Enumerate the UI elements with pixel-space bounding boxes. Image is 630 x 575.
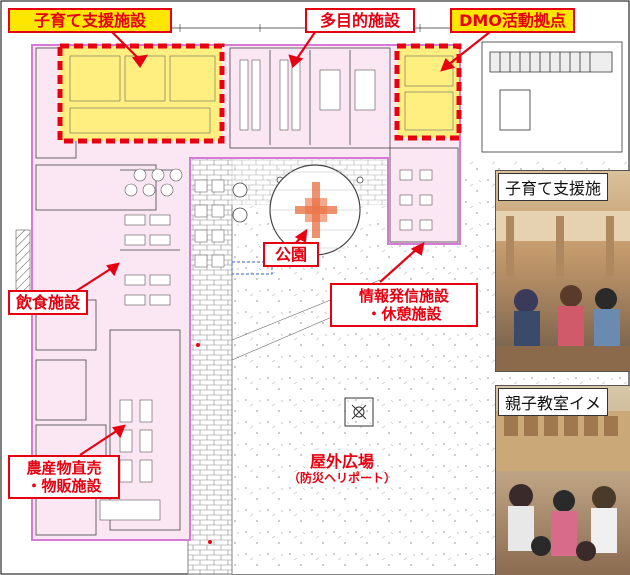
dmo-base-label: DMO活動拠点 (450, 8, 575, 34)
helipad-symbol (344, 397, 374, 427)
parent-child-class-photo: 親子教室イメ (495, 385, 630, 575)
farm-direct-sales-label: 農産物直売 ・物販施設 (8, 455, 120, 499)
info-rest-facility-label: 情報発信施設 ・休憩施設 (330, 283, 478, 327)
parent-child-photo-caption: 親子教室イメ (498, 388, 609, 416)
walkway-strip (187, 157, 233, 575)
multipurpose-facility-label: 多目的施設 (305, 8, 415, 34)
info-rest-line1: 情報発信施設 (358, 287, 449, 305)
childcare-photo-art (496, 211, 630, 371)
childcare-facility-label: 子育て支援施設 (8, 8, 172, 34)
outdoor-plaza-label: 屋外広場 （防災ヘリポート） (262, 452, 422, 486)
farm-line2: ・物販施設 (26, 477, 102, 495)
dining-facility-label: 飲食施設 (8, 290, 88, 316)
plaza-line1: 屋外広場 (309, 452, 374, 471)
childcare-photo: 子育て支援施 (495, 170, 630, 372)
plaza-line2: （防災ヘリポート） (287, 471, 396, 486)
info-rest-line2: ・休憩施設 (366, 305, 442, 323)
park-label: 公園 (263, 242, 319, 268)
farm-line1: 農産物直売 (26, 459, 102, 477)
childcare-photo-caption: 子育て支援施 (498, 173, 609, 201)
parent-child-photo-art (496, 411, 630, 561)
